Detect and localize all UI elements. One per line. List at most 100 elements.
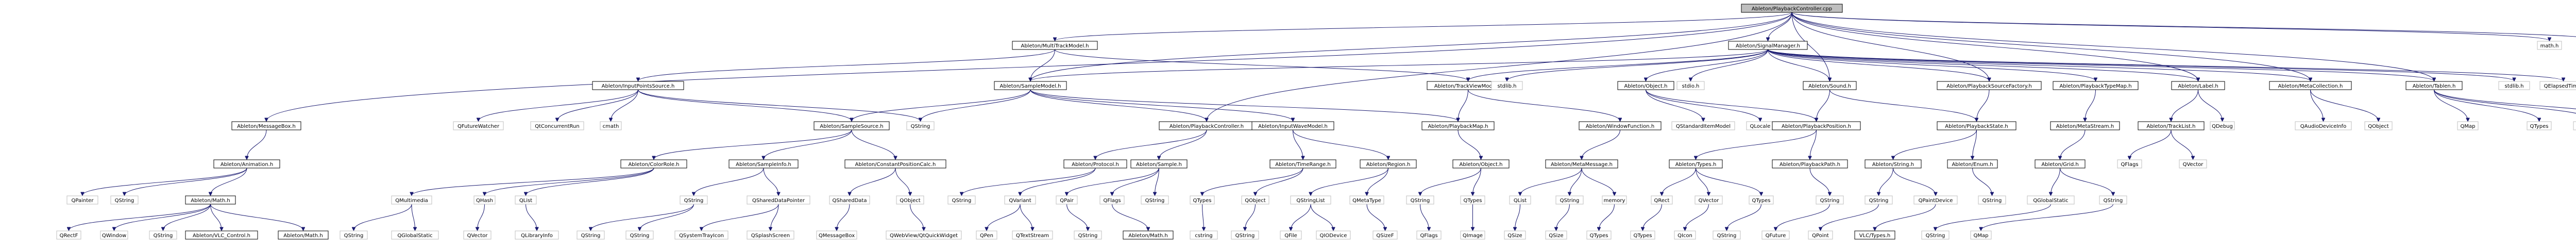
edge-signalmgr-stdlib2 [1768,49,2515,81]
node-box [453,121,504,130]
edge-abl_object2-qstring_f [1420,168,1481,195]
node-stdlib2: stdlib.h [2498,81,2530,90]
node-label: QElapsedTimer [2544,84,2576,89]
edge-signalmgr-tablen [1768,49,2434,81]
node-abl_math[interactable]: Ableton/Math.h [185,195,236,205]
node-qicon: QIcon [1674,230,1696,240]
node-abl_math2[interactable]: Ableton/Math.h [278,230,329,240]
node-qmetatype: QMetaType [1349,195,1384,205]
node-abl_string[interactable]: Ableton/String.h [1865,159,1922,169]
edge-labelh-tracklist [2171,89,2198,121]
node-label: QFile [1284,233,1297,239]
node-box [1741,4,1843,13]
node-box [947,195,976,205]
node-qaudiodevice: QAudioDeviceInfo [2295,121,2352,130]
node-tracklist[interactable]: Ableton/TrackList.h [2138,121,2205,130]
edge-qvariant-qtextstream [1020,204,1032,230]
edge-abl_object2-qtypes3 [1473,168,1481,195]
node-box [185,195,236,205]
node-multitrack[interactable]: Ableton/MultiTrackModel.h [1012,41,1098,50]
edge-samplemodel-playbackmap [1030,89,1458,121]
node-soundh[interactable]: Ableton/Sound.h [1803,81,1857,90]
edge-inputpoint-qstring_a [638,89,921,121]
node-messagebox[interactable]: Ableton/MessageBox.h [231,121,301,130]
edge-signalmgr-playbacksrc [1768,49,1990,81]
node-box [1586,230,1612,240]
node-box [1416,230,1442,240]
node-metacollect[interactable]: Ableton/MetaCollection.h [2269,81,2352,90]
node-abl_math3[interactable]: Ableton/Math.h [1123,230,1174,240]
node-label: QList [519,198,532,204]
node-abl_types[interactable]: Ableton/Types.h [1669,159,1723,169]
edge-abl_math-qwindow [114,204,211,230]
node-qstring_a: QString [906,121,935,130]
edge-trackview-playbackmap [1458,89,1468,121]
node-signalmgr[interactable]: Ableton/SignalManager.h [1728,41,1808,50]
node-root[interactable]: Ableton/PlaybackController.cpp [1741,4,1843,13]
node-windowfunc[interactable]: Ableton/WindowFunction.h [1579,121,1662,130]
edge-signalmgr-soundh [1768,49,1830,81]
node-label: Ableton/Tablen.h [2413,84,2456,89]
node-label: QImage [1463,233,1483,239]
node-box [1854,230,1895,240]
node-abl_enum[interactable]: Ableton/Enum.h [1947,159,1998,169]
node-timerange[interactable]: Ableton/TimeRange.h [1269,159,1336,169]
node-abl_grid[interactable]: Ableton/Grid.h [2035,159,2086,169]
node-label: QFlags [2121,162,2138,168]
edge-qstringlist-qiodevice [1310,204,1333,230]
node-metamessage[interactable]: Ableton/MetaMessage.h [1545,159,1618,169]
node-box [814,121,890,130]
edge-abl_sample-qflags2 [1112,168,1159,195]
node-samplesource[interactable]: Ableton/SampleSource.h [814,121,890,130]
edge-qstring_n-qpoint [1821,204,1879,230]
node-vlc_control[interactable]: Ableton/VLC_Control.h [185,230,258,240]
node-label: QSystemTrayIcon [679,233,724,239]
node-qstandard: QStandardItemModel [1671,121,1735,130]
node-label: Ableton/MessageBox.h [237,124,296,129]
node-inputwave[interactable]: Ableton/InputWaveModel.h [1251,121,1334,130]
node-label: QString [2104,198,2123,204]
node-label: QString [1982,198,2002,204]
node-stdlibh: stdlib.h [1491,81,1523,90]
node-box [1316,230,1351,240]
node-box [1545,230,1567,240]
node-constant[interactable]: Ableton/ConstantPositionCalc.h [844,159,946,169]
node-playbacksrc[interactable]: Ableton/PlaybackSourceFactory.h [1937,81,2042,90]
edge-sampleinfo-qstring_d [694,168,764,195]
edge-multitrack-inputpoint [638,49,1055,81]
node-sampleinfo[interactable]: Ableton/SampleInfo.h [728,159,799,169]
node-tablen[interactable]: Ableton/Tablen.h [2405,81,2463,90]
node-abl_region[interactable]: Ableton/Region.h [1360,159,1417,169]
node-cmath: cmath [600,121,622,130]
node-metastream[interactable]: Ableton/MetaStream.h [2050,121,2120,130]
node-qvector3: QVector [463,230,492,240]
edge-inputpoint-cmath [611,89,638,121]
node-label: Ableton/MetaCollection.h [2278,84,2343,89]
node-box [1406,195,1434,205]
node-inputpoint[interactable]: Ableton/InputPointsSource.h [592,81,684,90]
node-abl_object[interactable]: Ableton/Object.h [1617,81,1674,90]
node-vlc_types[interactable]: VLC/Types.h [1854,230,1895,240]
edge-playbackmap-abl_object2 [1458,129,1481,159]
edge-trackview-windowfunc [1468,89,1620,121]
node-playbackmap[interactable]: Ableton/PlaybackMap.h [1421,121,1495,130]
edge-signalmgr-stdioh [1691,49,1768,81]
node-playbackstate[interactable]: Ableton/PlaybackState.h [1937,121,2016,130]
node-playbackpath[interactable]: Ableton/PlaybackPath.h [1772,159,1848,169]
edge-abl_grid-qstring_p [2060,168,2113,195]
node-memory: memory [1602,195,1627,205]
node-box [1123,230,1174,240]
node-box [1349,195,1384,205]
node-labelh[interactable]: Ableton/Label.h [2171,81,2225,90]
node-qstring_c: QString [110,195,139,205]
node-abl_protocol[interactable]: Ableton/Protocol.h [1063,159,1127,169]
node-playbacktype[interactable]: Ableton/PlaybackTypeMap.h [2053,81,2139,90]
node-playbackctrl[interactable]: Ableton/PlaybackController.h [1159,121,1255,130]
node-colorrole[interactable]: Ableton/ColorRole.h [620,159,687,169]
node-playbackpos[interactable]: Ableton/PlaybackPosition.h [1772,121,1861,130]
node-animation[interactable]: Ableton/Animation.h [213,159,280,169]
node-abl_object2[interactable]: Ableton/Object.h [1452,159,1510,169]
node-box [2210,121,2235,130]
node-abl_sample[interactable]: Ableton/Sample.h [1130,159,1188,169]
node-samplemodel[interactable]: Ableton/SampleModel.h [994,81,1067,90]
